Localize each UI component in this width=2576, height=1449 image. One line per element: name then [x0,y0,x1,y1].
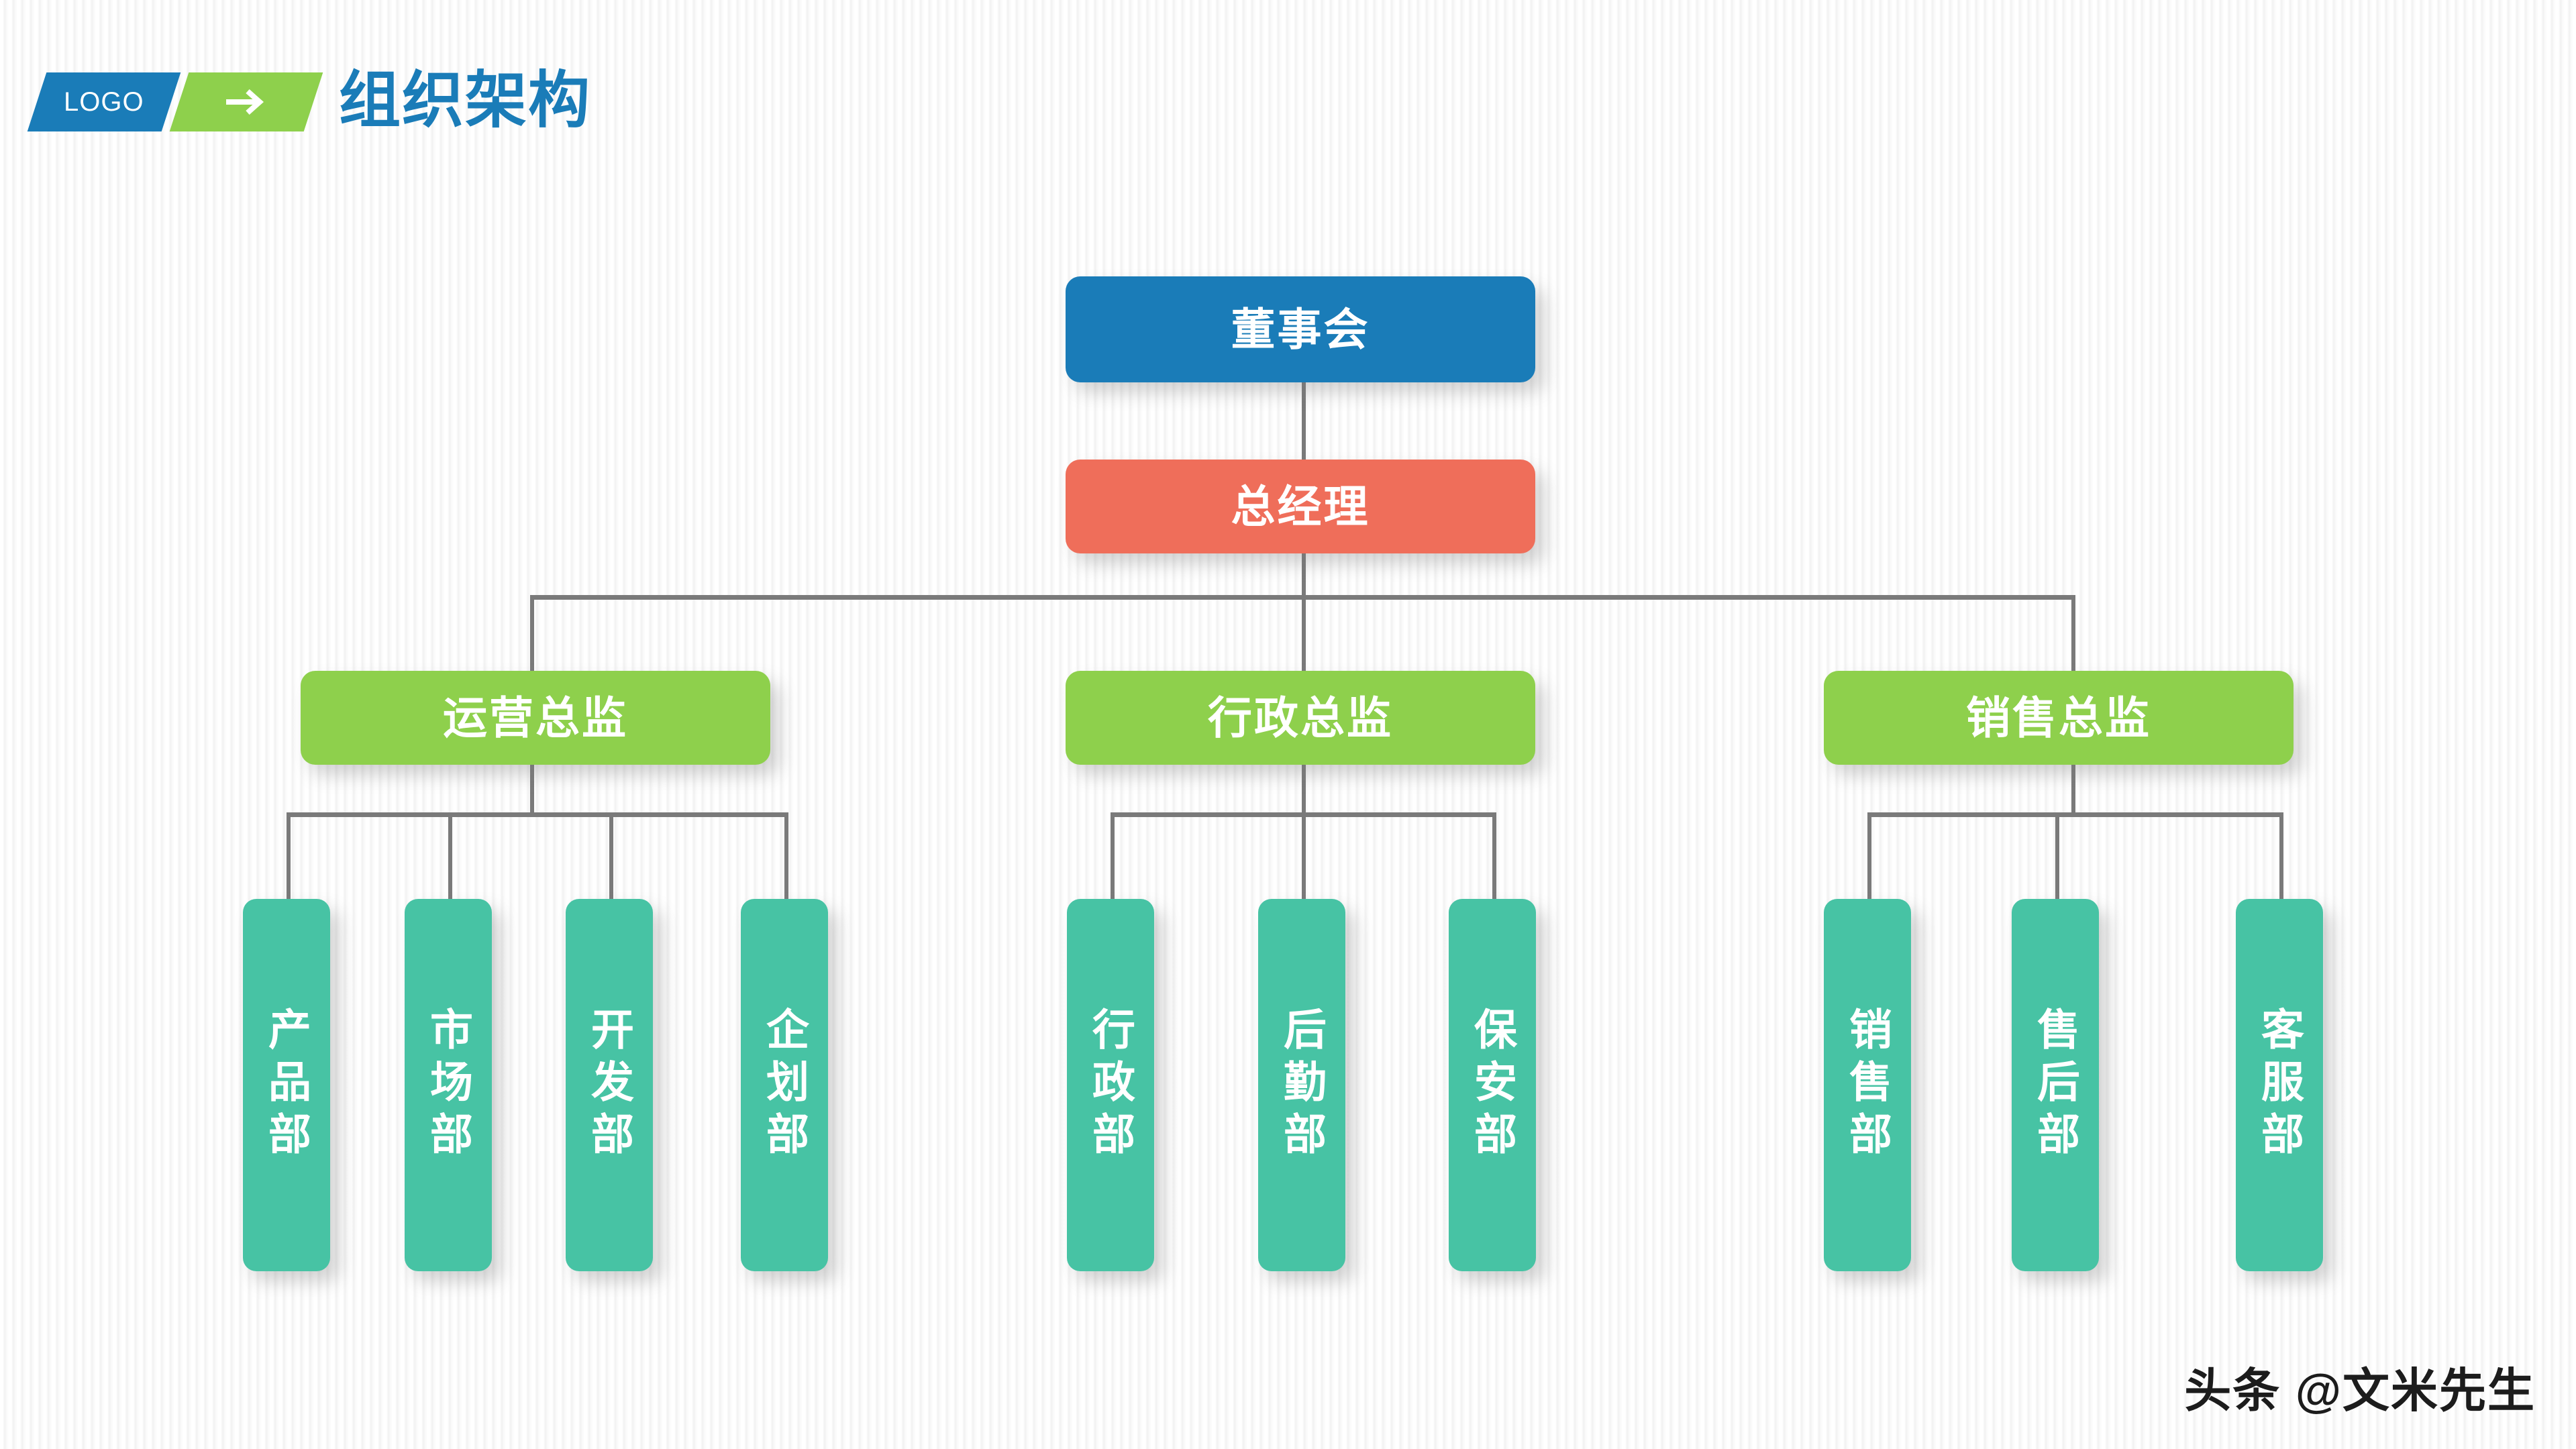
node-logistics-department[interactable]: 后勤部 [1258,899,1345,1271]
logo-plate-green [169,72,323,131]
connector-admin-logi [1302,812,1306,914]
node-market-department[interactable]: 市场部 [405,899,492,1271]
node-board[interactable]: 董事会 [1066,276,1535,382]
node-customer-service-department-label: 客服部 [2255,1006,2304,1164]
node-sales-department-label: 销售部 [1843,1006,1892,1164]
logo-group: LOGO [27,72,323,131]
node-aftersales-department[interactable]: 售后部 [2012,899,2099,1271]
node-development-department[interactable]: 开发部 [566,899,653,1271]
connector-board-to-gm [1302,381,1306,467]
node-operations-director-label: 运营总监 [443,693,628,743]
connector-ops-product [287,812,291,914]
node-customer-service-department[interactable]: 客服部 [2236,899,2323,1271]
node-product-department[interactable]: 产品部 [243,899,330,1271]
watermark: 头条 @文米先生 [2184,1364,2536,1417]
node-sales-director[interactable]: 销售总监 [1824,671,2294,765]
node-sales-department[interactable]: 销售部 [1824,899,1911,1271]
node-administration-department-label: 行政部 [1086,1006,1135,1164]
connector-sales-stem [2071,765,2075,815]
node-aftersales-department-label: 售后部 [2031,1006,2079,1164]
node-product-department-label: 产品部 [262,1006,311,1164]
node-market-department-label: 市场部 [424,1006,472,1164]
node-general-manager-label: 总经理 [1231,482,1370,531]
connector-ops-dev [609,812,613,914]
connector-admin-sec [1492,812,1496,914]
node-planning-department-label: 企划部 [760,1006,809,1164]
connector-sales-support [2279,812,2283,914]
node-development-department-label: 开发部 [585,1006,633,1164]
connector-admin-dept [1111,812,1115,914]
connector-sales-after [2055,812,2059,914]
slide-header: LOGO 组织架构 [0,0,2576,154]
connector-bus-to-sales [2071,595,2075,677]
connector-ops-market [448,812,452,914]
connector-admin-stem [1302,765,1306,815]
connector-bus-to-ops [530,595,534,677]
node-operations-director[interactable]: 运营总监 [301,671,770,765]
node-security-department-label: 保安部 [1468,1006,1516,1164]
node-admin-director-label: 行政总监 [1208,693,1393,743]
node-general-manager[interactable]: 总经理 [1066,460,1535,553]
connector-bus-to-admin [1302,595,1306,677]
connector-ops-stem [530,765,534,815]
connector-sales-dept [1867,812,1871,914]
node-administration-department[interactable]: 行政部 [1067,899,1154,1271]
node-admin-director[interactable]: 行政总监 [1066,671,1535,765]
node-sales-director-label: 销售总监 [1966,693,2151,743]
arrow-right-icon [225,87,268,117]
node-planning-department[interactable]: 企划部 [741,899,828,1271]
node-board-label: 董事会 [1231,305,1370,354]
connector-ops-planning [784,812,788,914]
page-title: 组织架构 [339,66,592,135]
node-security-department[interactable]: 保安部 [1449,899,1536,1271]
connector-ops-bus [287,812,788,817]
node-logistics-department-label: 后勤部 [1278,1006,1326,1164]
connector-sales-bus [1867,812,2283,817]
connector-gm-to-bus [1302,553,1306,597]
